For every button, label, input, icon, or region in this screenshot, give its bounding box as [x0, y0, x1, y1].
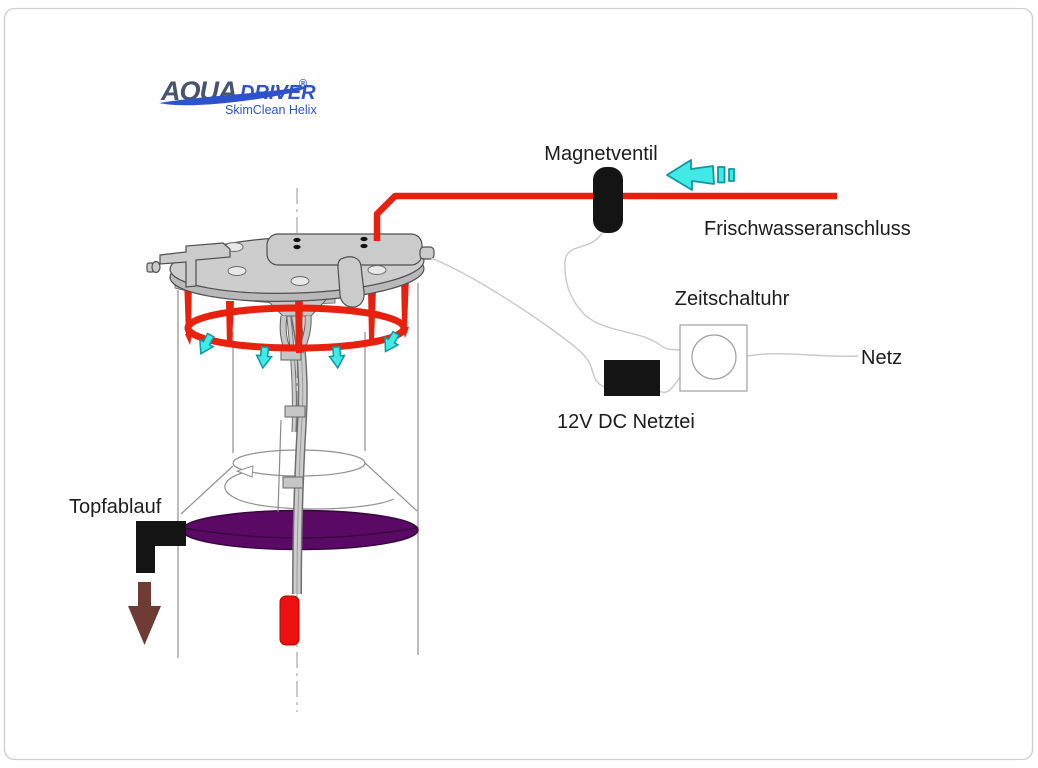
- lid-side-tab: [419, 246, 435, 260]
- red-handle: [279, 595, 300, 646]
- lid-hole: [290, 276, 310, 286]
- cable-timer-to-mains: [746, 353, 859, 358]
- cable-lid-to-power-supply: [430, 257, 605, 388]
- spray-riser: [401, 277, 409, 327]
- bolt-icon: [360, 236, 368, 242]
- cable-power-supply-to-timer: [658, 376, 681, 394]
- spray-nozzle-tip: [185, 334, 192, 345]
- cables: [430, 232, 859, 394]
- label-frischwasseranschluss: Frischwasseranschluss: [704, 218, 911, 240]
- flow-arrow-bar: [728, 168, 735, 182]
- timer-dial-icon: [691, 334, 737, 380]
- cone-edge-left: [180, 465, 234, 515]
- clamp-screw: [151, 260, 161, 274]
- power-supply-box: [604, 360, 660, 396]
- lid-hole: [367, 265, 387, 275]
- page-border: [3, 7, 1034, 761]
- flow-arrow-bar: [717, 166, 726, 184]
- skimmer-body: [177, 283, 419, 658]
- registered-mark-icon: ®: [299, 78, 307, 90]
- drain-elbow: [136, 521, 186, 573]
- cable-valve-to-timer: [564, 232, 681, 351]
- bolt-icon: [360, 243, 368, 249]
- skimmer-lid: [146, 233, 435, 308]
- spray-ring: [184, 304, 408, 352]
- drain-flow-arrow-icon: [128, 582, 161, 645]
- label-topfablauf: Topfablauf: [69, 496, 162, 518]
- lid-clamp-left: [159, 242, 231, 288]
- label-magnetventil: Magnetventil: [544, 143, 657, 165]
- swirl-arrow-icon: [235, 465, 254, 478]
- tube-clamp-upper: [284, 405, 306, 418]
- solenoid-valve: [593, 167, 623, 233]
- tube-clamp-lower: [282, 476, 304, 489]
- sensor-wire: [277, 419, 282, 513]
- timer-box: [679, 324, 748, 392]
- logo-swoosh-icon: [159, 86, 308, 106]
- logo-subtitle: SkimClean Helix: [225, 103, 317, 117]
- brand-logo: AQUA DRIVER ® SkimClean Helix: [159, 76, 317, 117]
- lid-clamp-right: [337, 256, 365, 308]
- label-zeitschaltuhr: Zeitschaltuhr: [675, 288, 790, 310]
- bolt-icon: [293, 244, 301, 250]
- flow-arrow-icon: [666, 159, 715, 191]
- label-netz: Netz: [861, 347, 902, 369]
- lid-hole: [227, 266, 247, 276]
- label-netzteil: 12V DC Netztei: [557, 411, 695, 433]
- bolt-icon: [293, 237, 301, 243]
- flow-direction-arrow: [666, 159, 735, 191]
- cone-edge-right: [364, 462, 418, 512]
- swirl-line: [224, 470, 395, 510]
